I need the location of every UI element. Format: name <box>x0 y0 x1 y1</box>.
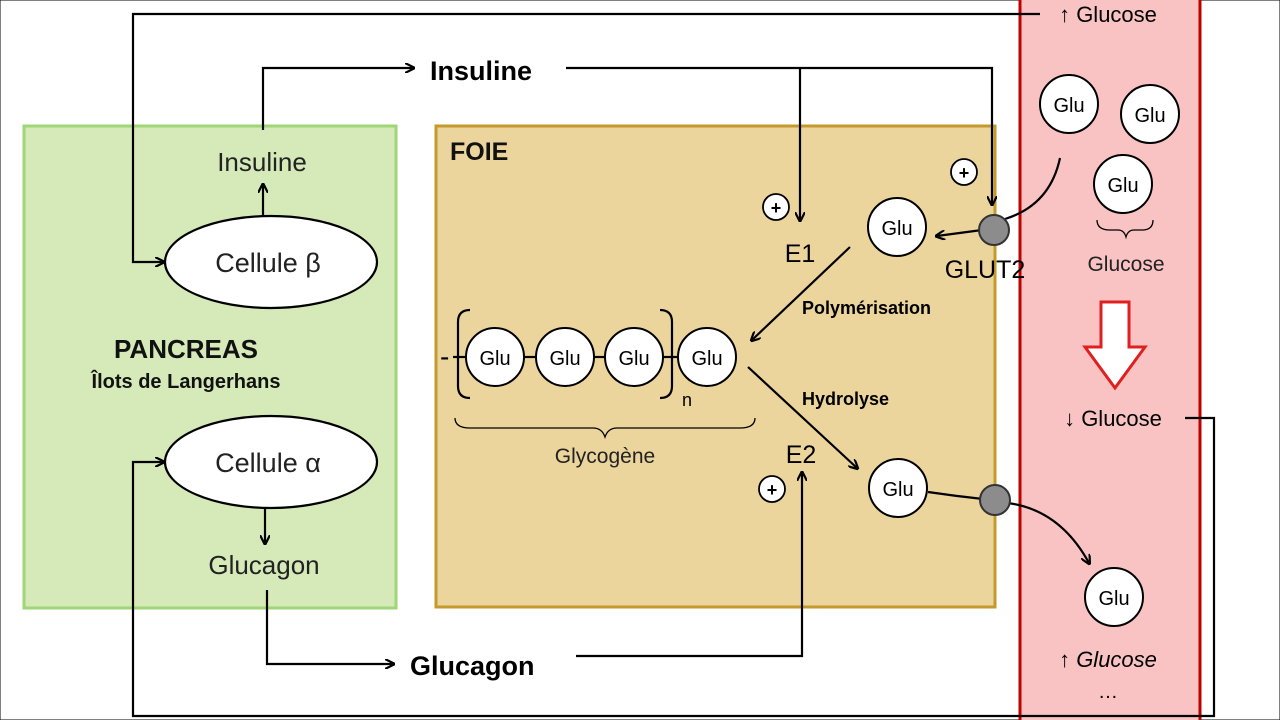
connector-arrows <box>131 12 1216 718</box>
glu-label: Glu <box>882 479 913 501</box>
plus-icon: + <box>771 198 782 218</box>
glucose-molecule-released: Glu <box>1084 567 1144 627</box>
pancreas-subtitle: Îlots de Langerhans <box>91 369 281 393</box>
plus-icon: + <box>959 163 970 183</box>
ellipsis-label: … <box>1098 681 1118 703</box>
glu-label: Glu <box>691 348 722 370</box>
glucose-molecule-liver-upper: Glu <box>867 197 927 257</box>
glucose-low-label: ↓ Glucose <box>1064 406 1162 431</box>
glucose-molecule-blood-3: Glu <box>1093 154 1153 214</box>
glu-label: Glu <box>1053 95 1084 117</box>
beta-output-label: Insuline <box>217 147 307 177</box>
glu-label: Glu <box>618 348 649 370</box>
arrow-glucose-into-glut2 <box>1004 157 1062 221</box>
glycogen-chain: - Glu Glu Glu Glu n <box>440 308 756 468</box>
chain-prefix: - <box>440 341 449 372</box>
glucose-unit-3: Glu <box>604 327 664 387</box>
enzyme-e2-label: E2 <box>786 441 817 469</box>
glu-label: Glu <box>1107 175 1138 197</box>
alpha-cell <box>163 414 379 510</box>
glycogene-label: Glycogène <box>555 445 655 468</box>
glucose-molecule-liver-lower: Glu <box>868 458 928 518</box>
glucose-group-label: Glucose <box>1087 253 1164 276</box>
line-glu-to-transporter <box>927 490 984 501</box>
arrow-low-glucose-to-alpha-cell <box>131 416 1216 718</box>
glucose-molecule-blood-2: Glu <box>1120 84 1180 144</box>
plus-icon: + <box>767 480 778 500</box>
arrow-insuline-out <box>261 68 413 130</box>
plus-sign-glut2: + <box>950 158 978 186</box>
glu-label: Glu <box>549 348 580 370</box>
plus-sign-e2: + <box>758 475 786 503</box>
glu-label: Glu <box>1098 588 1129 610</box>
enzyme-e1-label: E1 <box>785 240 816 268</box>
alpha-output-label: Glucagon <box>208 550 319 580</box>
glu-label: Glu <box>881 218 912 240</box>
pancreas-box <box>22 124 398 610</box>
glycogene-brace <box>454 417 756 440</box>
glut2-label: GLUT2 <box>945 256 1026 284</box>
right-bracket <box>659 308 674 400</box>
liver-panel: FOIE E1 E2 GLUT2 Polymérisation Hydrolys… <box>434 124 1026 609</box>
polymerisation-label: Polymérisation <box>802 298 931 318</box>
arrow-transporter-to-blood <box>1007 501 1089 563</box>
alpha-cell-label: Cellule α <box>215 448 321 478</box>
repeat-n-label: n <box>682 390 692 410</box>
pancreas-title: PANCREAS <box>114 334 258 364</box>
beta-cell-label: Cellule β <box>215 248 321 278</box>
insulin-hormone-label: Insuline <box>430 56 532 86</box>
decrease-down-arrow-icon <box>1082 300 1148 391</box>
glucose-brace <box>1096 219 1154 240</box>
arrow-glucose-to-beta-cell <box>131 12 1040 262</box>
arrow-polymerisation <box>752 246 851 340</box>
glu-label: Glu <box>1134 105 1165 127</box>
pancreas-panel: Cellule β Cellule α PANCREAS Îlots de La… <box>22 124 398 610</box>
arrow-glucagon-out <box>265 590 393 664</box>
glut2-transporter-out <box>979 484 1011 516</box>
arrow-glucagon-to-e2 <box>576 473 802 658</box>
left-bracket <box>456 308 471 400</box>
line-insulin-to-targets <box>566 66 992 204</box>
glu-label: Glu <box>479 348 510 370</box>
glucose-high-bottom-label: ↑ Glucose <box>1059 647 1157 672</box>
glut2-transporter-in <box>978 214 1010 246</box>
glucose-unit-2: Glu <box>535 327 595 387</box>
plus-sign-e1: + <box>762 193 790 221</box>
blood-vessel: ↑ Glucose Glu Glu Glu Glucose ↓ Glucose … <box>1018 0 1202 720</box>
glucose-molecule-blood-1: Glu <box>1039 74 1099 134</box>
glucagon-hormone-label: Glucagon <box>410 651 535 681</box>
glucose-unit-1: Glu <box>465 327 525 387</box>
hydrolyse-label: Hydrolyse <box>802 389 889 409</box>
arrow-hydrolyse <box>747 366 857 468</box>
liver-title: FOIE <box>450 138 508 166</box>
glucose-high-top-label: ↑ Glucose <box>1059 2 1157 27</box>
glucose-unit-terminal: Glu <box>677 327 737 387</box>
beta-cell <box>163 214 379 310</box>
